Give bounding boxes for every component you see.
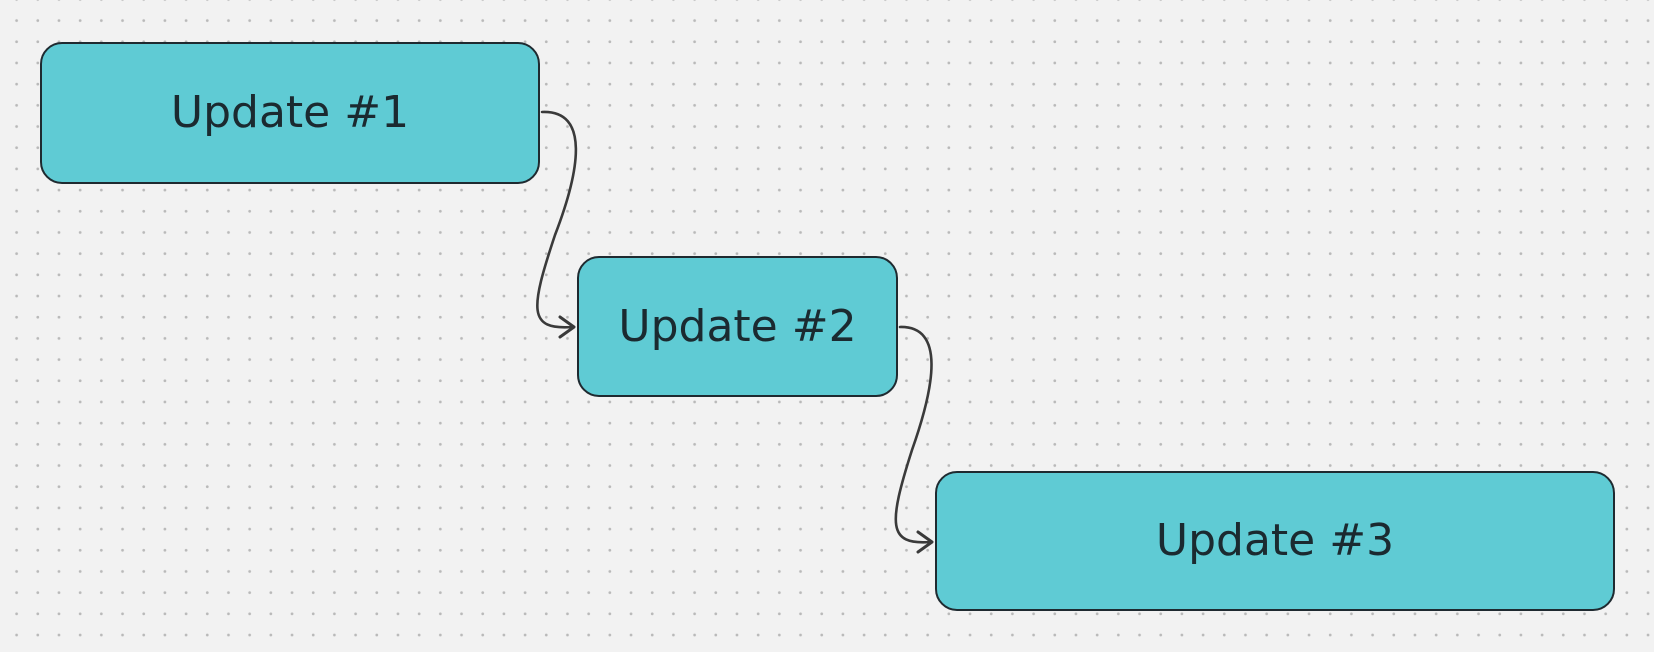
connector-line (536, 110, 578, 329)
connector-line (894, 325, 933, 544)
update-1-node[interactable]: Update #1 (40, 42, 540, 184)
node-label: Update #1 (170, 87, 410, 138)
edge-update-2-to-update-3[interactable] (894, 325, 934, 554)
node-label: Update #3 (1155, 515, 1395, 566)
arrowhead-icon (916, 530, 934, 554)
arrowhead-icon (558, 315, 576, 339)
edge-update-1-to-update-2[interactable] (536, 110, 578, 339)
node-label: Update #2 (618, 300, 857, 352)
update-2-node[interactable]: Update #2 (577, 256, 898, 397)
update-3-node[interactable]: Update #3 (935, 471, 1615, 611)
